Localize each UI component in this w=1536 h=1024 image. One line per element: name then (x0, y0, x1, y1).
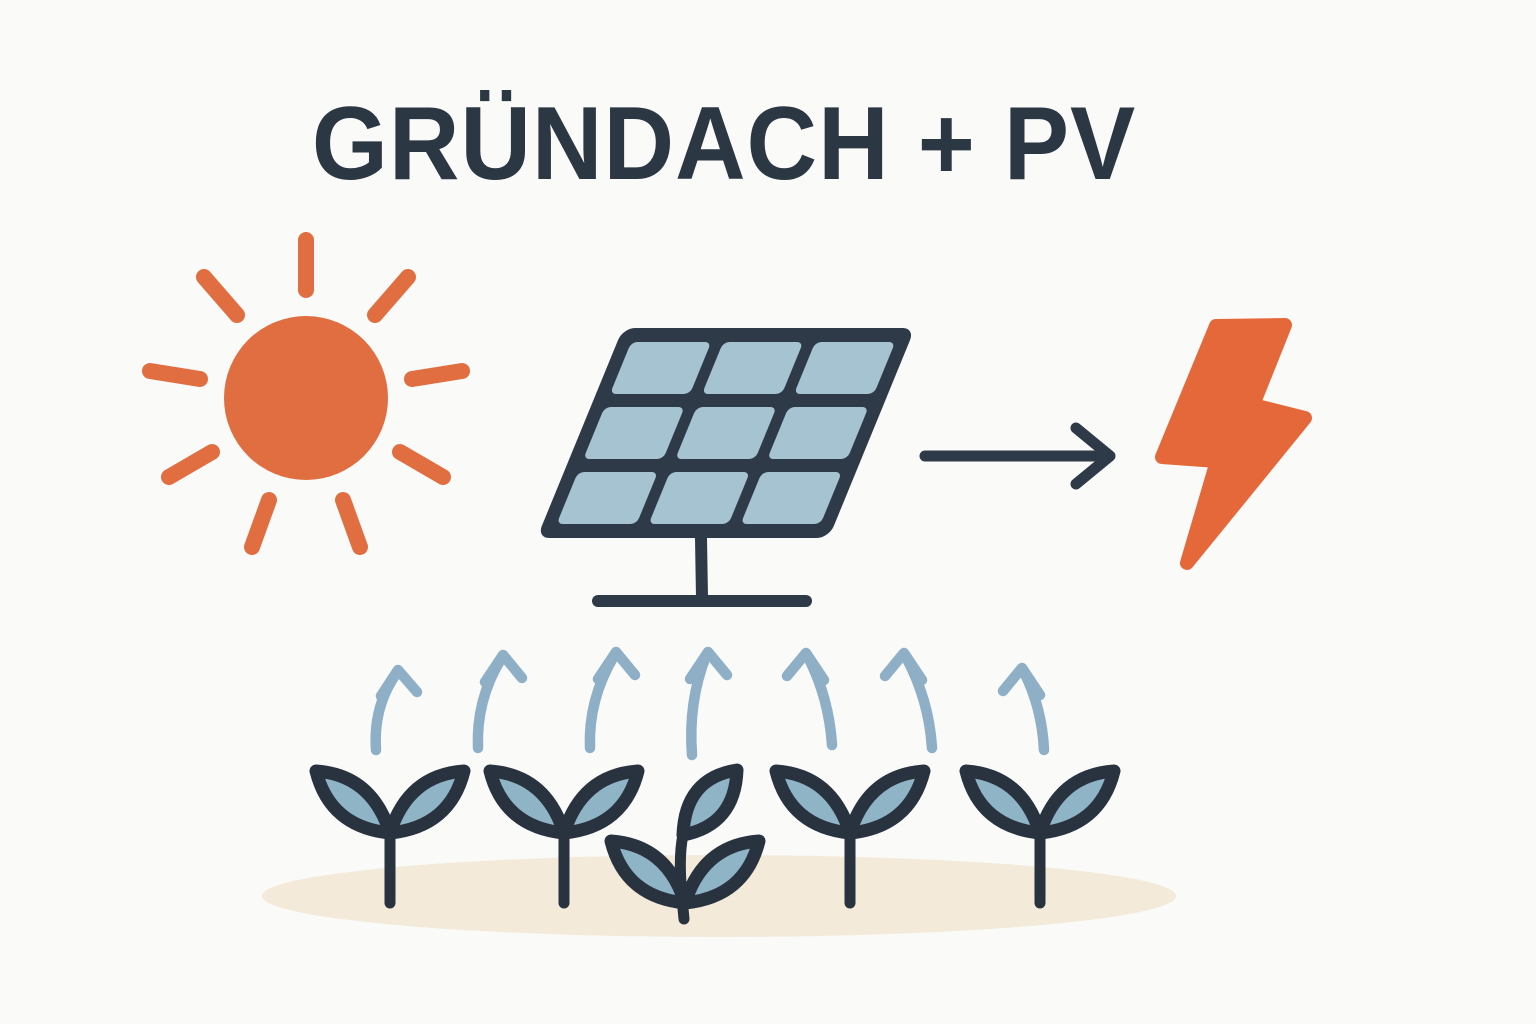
plant-icon (490, 771, 638, 909)
panel-cell (742, 472, 840, 524)
arrow-right-icon (919, 422, 1116, 490)
panel-board (540, 328, 912, 538)
plant-icon (776, 771, 924, 909)
panel-cell (611, 342, 710, 394)
lightning-bolt-icon (1155, 318, 1312, 570)
panel-cell (795, 342, 894, 394)
up-arrow-icon (472, 649, 528, 754)
page-title: GRÜNDACH + PV (311, 86, 1137, 202)
plant-icon (316, 771, 464, 909)
plant-top-leaf (676, 763, 744, 842)
sun-rays (142, 232, 470, 555)
up-arrow-icon (879, 647, 938, 754)
up-arrow-icon (370, 664, 423, 756)
up-arrow-icon (781, 647, 838, 751)
plant-icon (966, 771, 1114, 909)
panel-cell (769, 407, 867, 459)
evaporation-arrows (370, 646, 1050, 761)
up-arrow-icon (684, 646, 733, 761)
panel-cell (650, 472, 748, 524)
sun-icon (142, 232, 470, 555)
panel-cell (558, 472, 656, 524)
panel-pole (695, 532, 708, 604)
panel-cell (703, 342, 802, 394)
up-arrow-icon (584, 646, 641, 754)
sun-core (224, 316, 388, 480)
green-roof-plants (316, 763, 1114, 925)
up-arrow-icon (997, 662, 1050, 756)
plant-icon (611, 763, 759, 925)
panel-cell (677, 407, 775, 459)
solar-panel-icon (540, 328, 912, 607)
panel-cell (585, 407, 683, 459)
